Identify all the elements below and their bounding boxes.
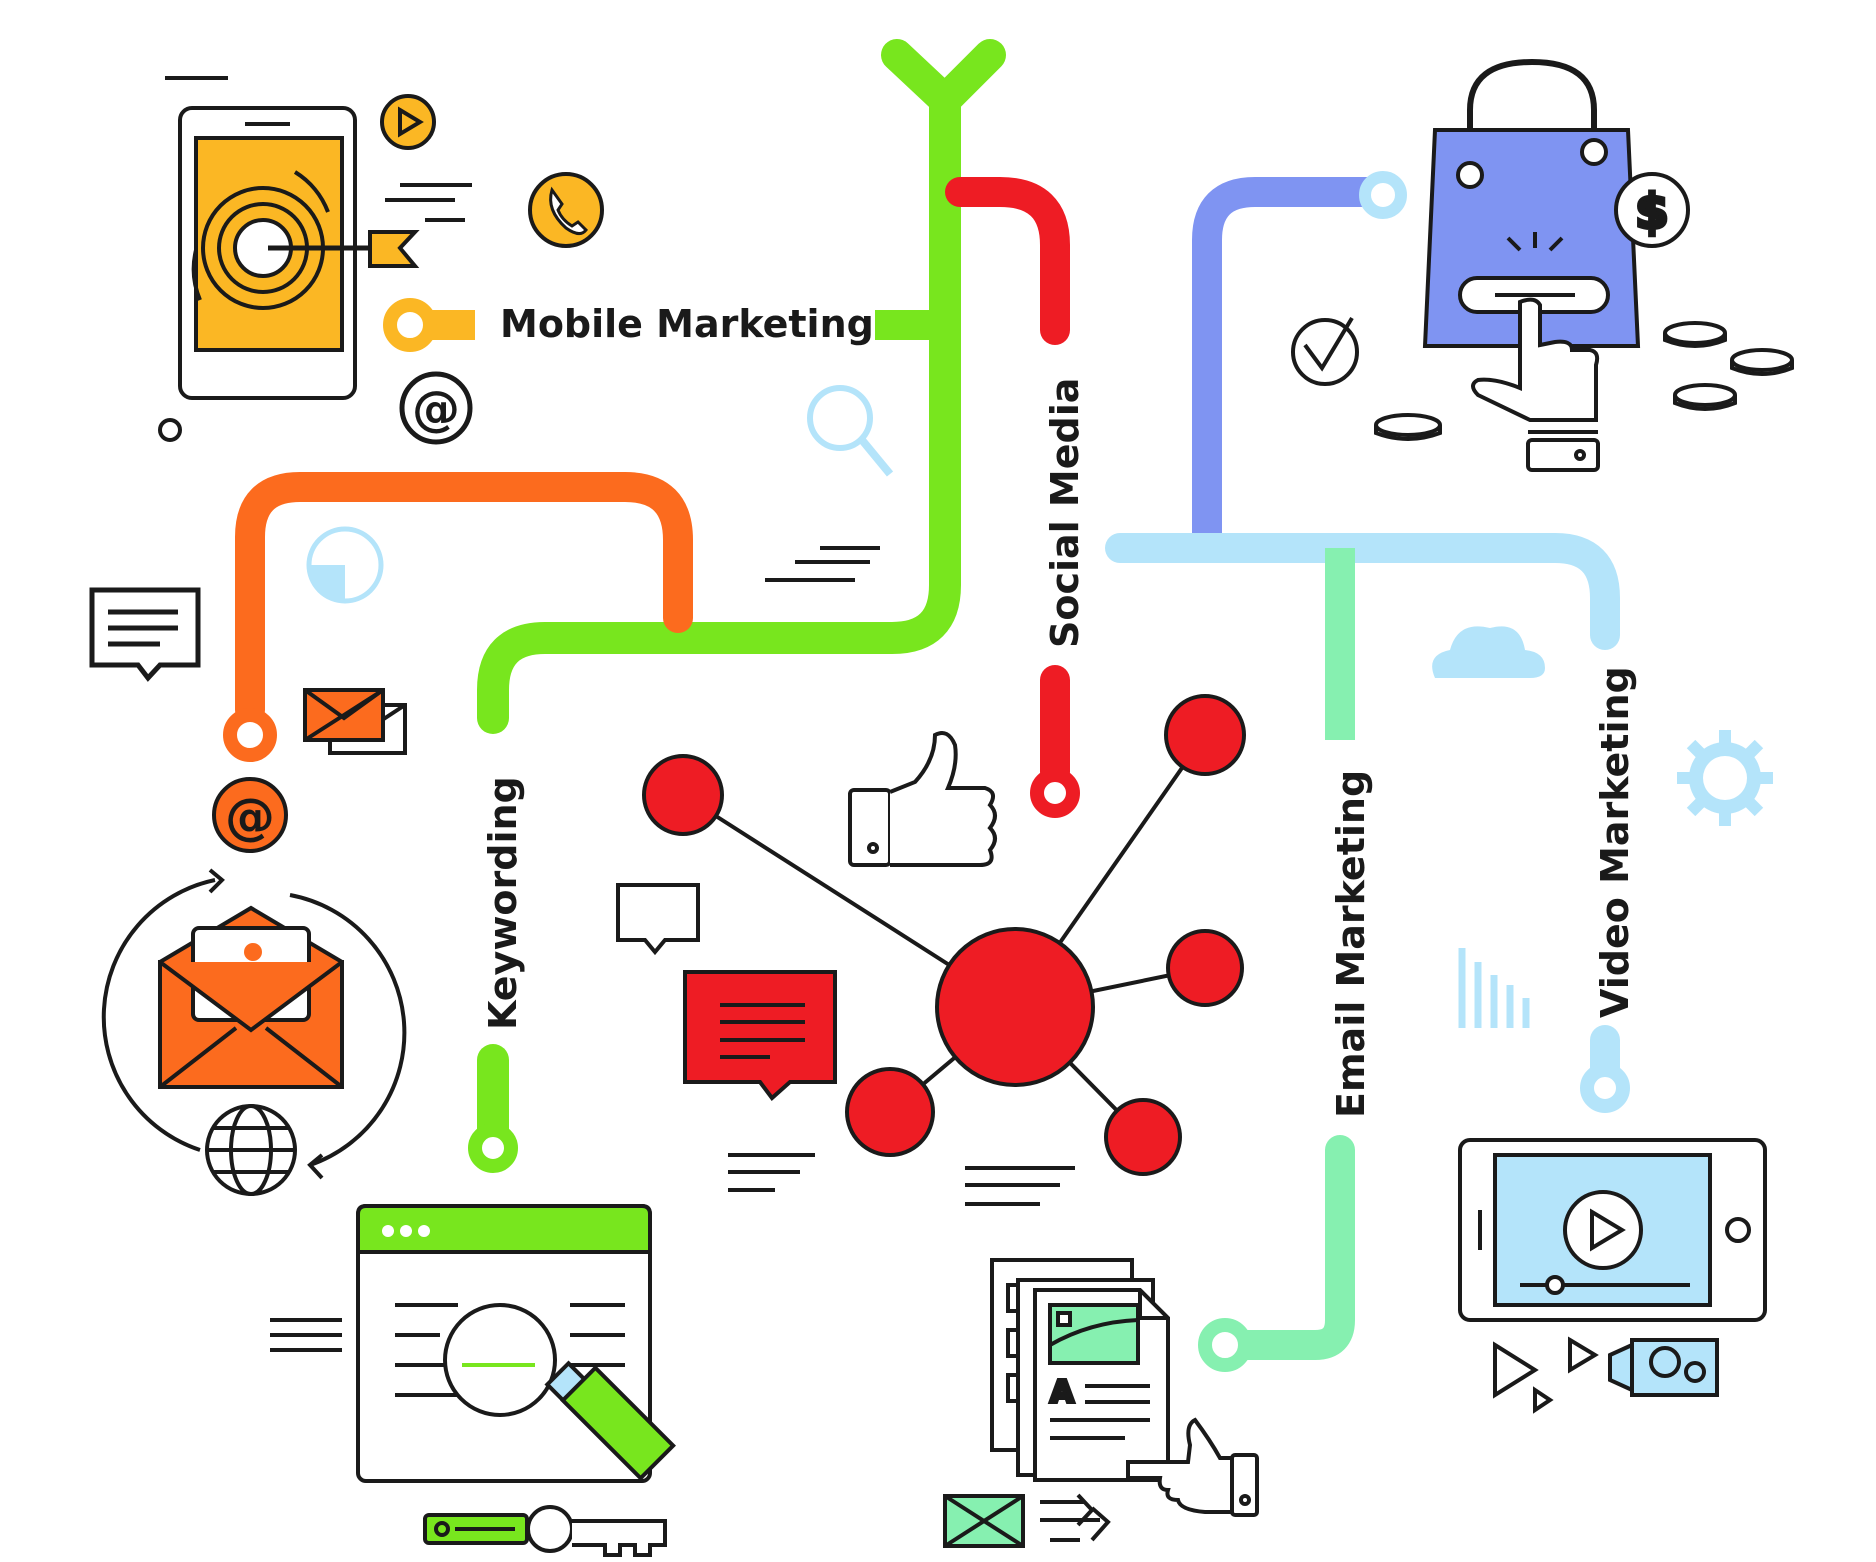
social-media-station [1030,768,1080,818]
green-route-line [477,39,1006,734]
orange-station [223,708,277,762]
email-marketing-station [1198,1318,1252,1372]
mobile-marketing-label: Mobile Marketing [500,302,874,346]
play-triangles-icon [1493,1336,1599,1414]
shopping-bag-icon: $ [1422,58,1690,472]
speed-lines [765,546,880,582]
red-route-line [945,177,1070,345]
phone-call-icon [528,172,604,248]
document-letter-a: A [1050,1375,1074,1410]
coins-icon [1374,321,1794,441]
search-icon [807,385,894,477]
gear-icon [1677,730,1773,826]
text-lines-decor [728,1153,1075,1206]
network-graph-icon [642,694,1246,1176]
checkmark-icon [1291,316,1359,386]
bar-chart-icon [1458,948,1530,1028]
mobile-marketing-station [383,298,437,352]
chat-bubble-icon [89,587,201,682]
keyword-search-browser-icon [270,1204,676,1557]
keywording-station [468,1123,518,1173]
blue-route-line [1192,177,1385,550]
lightblue-route-line [1105,533,1620,650]
social-media-label: Social Media [1043,378,1087,648]
documents-icon: A [990,1258,1259,1517]
dollar-glyph: $ [1635,184,1668,240]
email-cycle-icon [101,868,407,1196]
at-sign-glyph: @ [412,381,460,437]
mint-route-line-lower [1230,1135,1355,1360]
email-marketing-label: Email Marketing [1329,770,1373,1118]
mint-envelope-icon [943,1493,1111,1548]
blue-station [1359,171,1407,219]
video-marketing-label: Video Marketing [1593,666,1637,1018]
play-icon [380,94,436,150]
video-marketing-station [1580,1063,1630,1113]
video-camera-icon [1608,1338,1719,1397]
at-sign-orange-icon: @ [212,777,288,853]
cloud-icon [1432,626,1545,678]
empty-chat-bubble-icon [616,883,700,956]
pie-chart-icon [306,526,384,604]
red-chat-bubble-icon [683,970,837,1101]
mobile-target-icon [158,76,472,442]
at-sign-orange-glyph: @ [225,788,275,846]
orange-route-line [235,472,693,725]
thumbs-up-icon [848,731,997,867]
envelopes-icon [303,688,407,755]
video-tablet-icon [1458,1138,1767,1322]
keywording-label: Keywording [481,776,525,1030]
at-sign-icon: @ [399,371,473,445]
